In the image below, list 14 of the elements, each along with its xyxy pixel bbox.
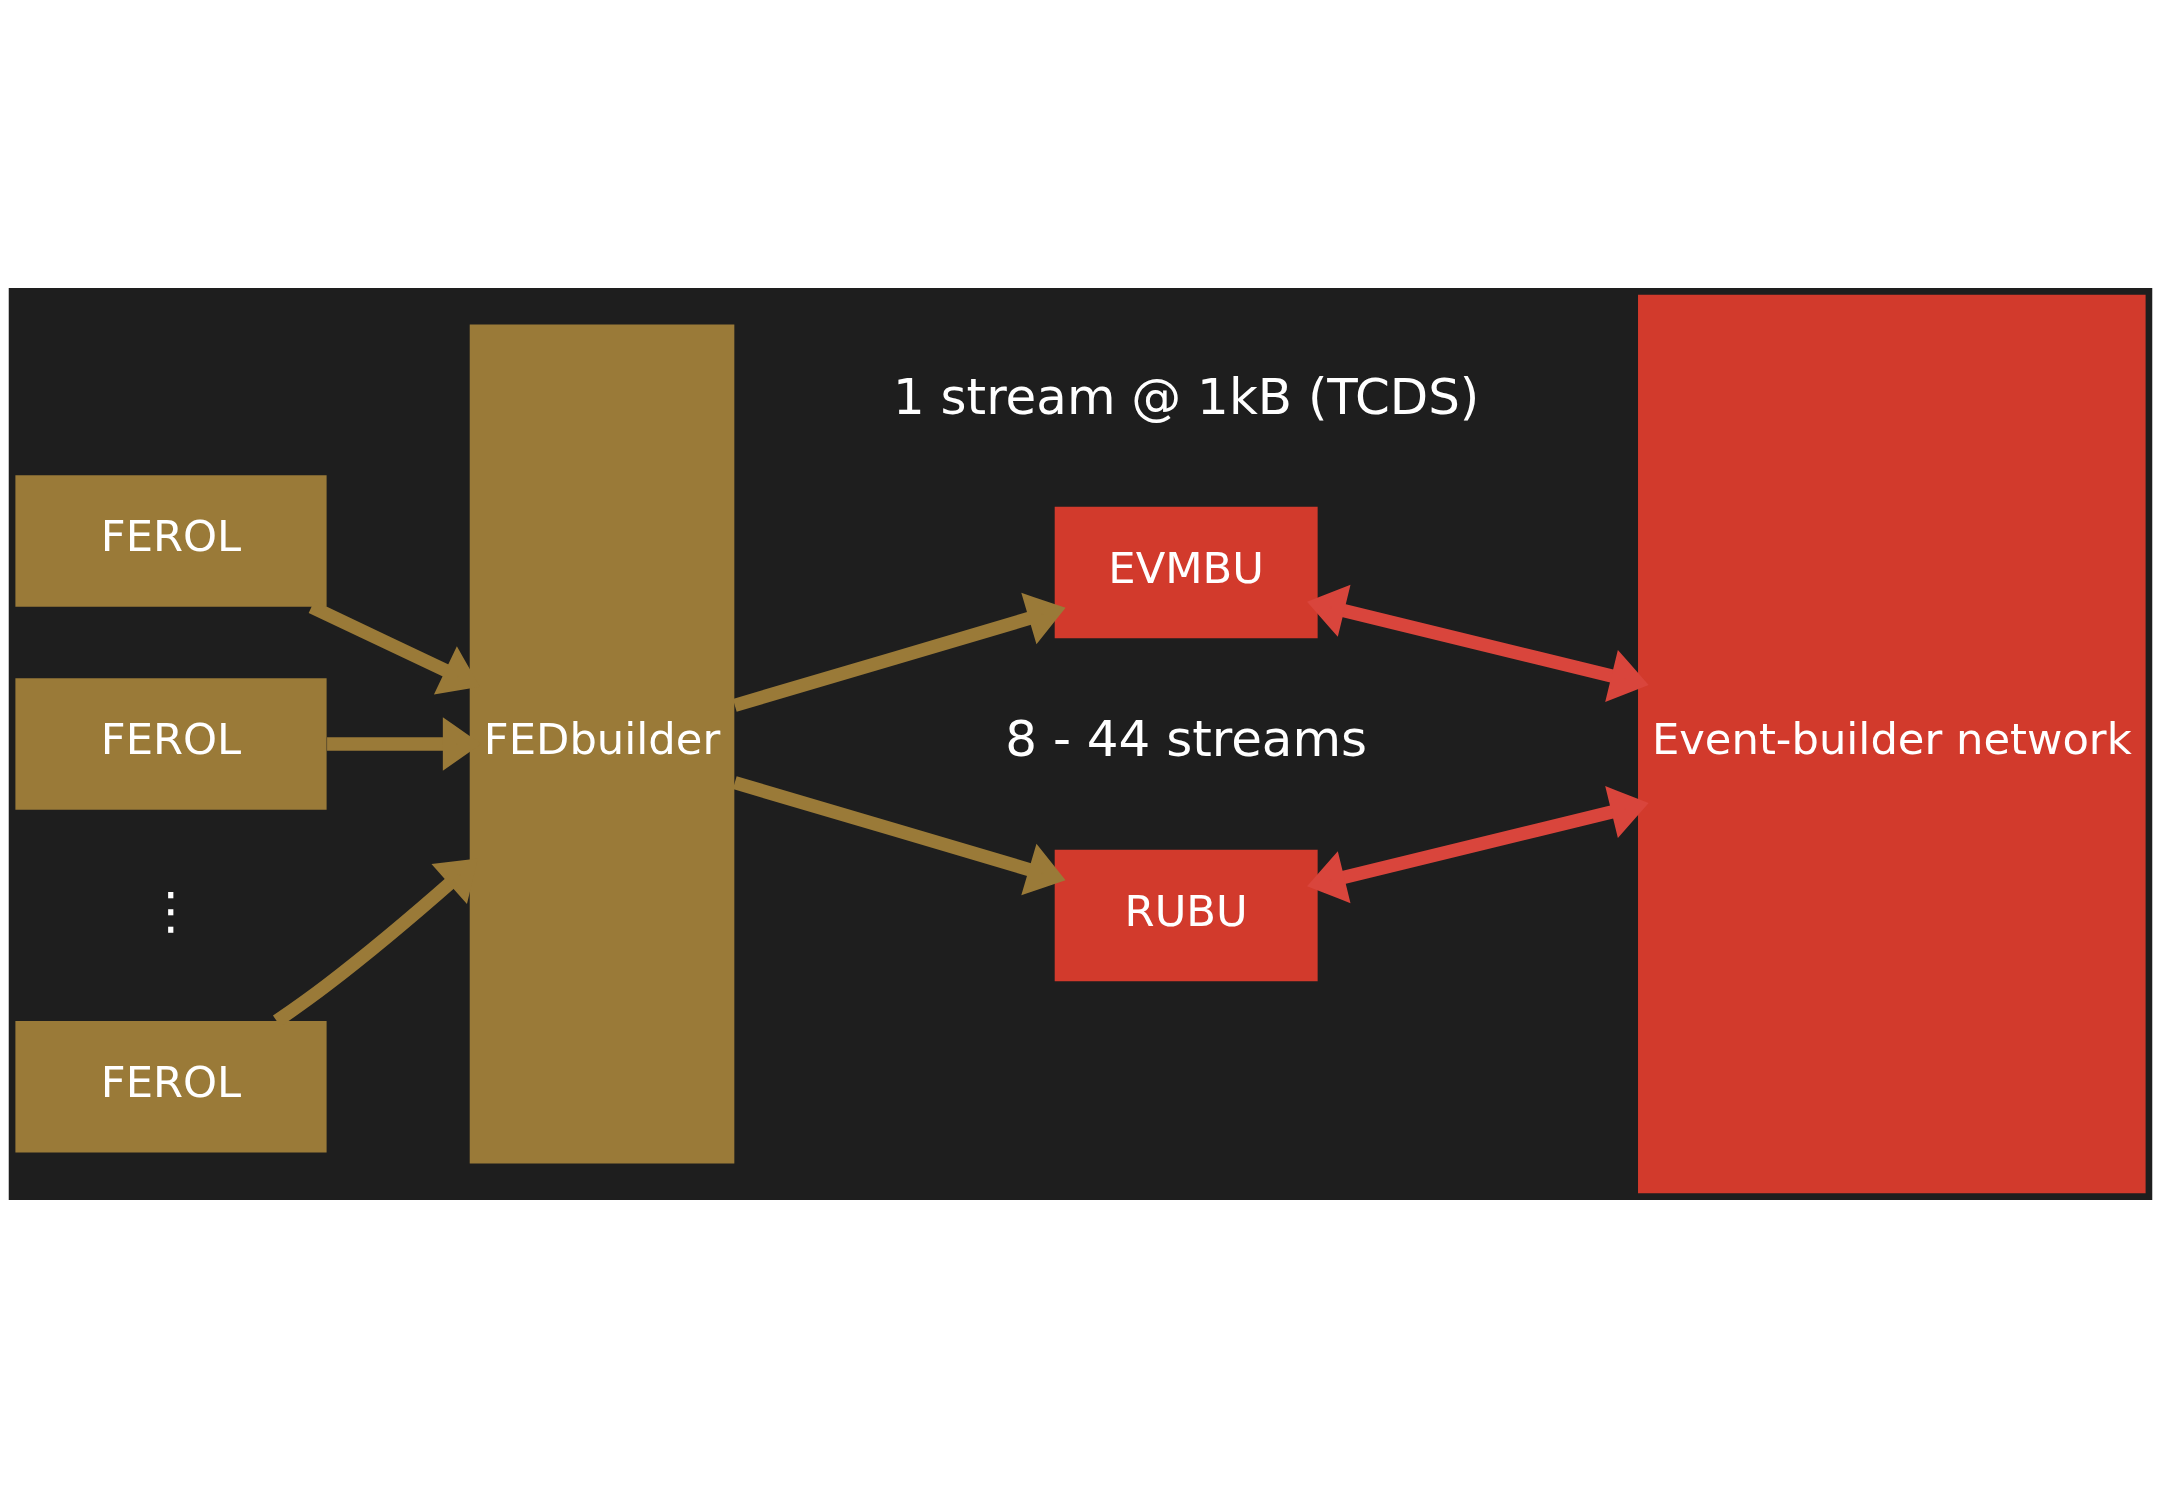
node-label: 8 - 44 streams: [1005, 710, 1368, 769]
node-box: RUBU: [1054, 849, 1318, 982]
node-box: FEROL: [15, 475, 327, 607]
node-box: Event-builder network: [1638, 294, 2146, 1194]
node-box: FEROL: [15, 678, 327, 810]
node-box: FEDbuilder: [469, 324, 735, 1164]
arrow: [1307, 786, 1649, 904]
label: ⋮: [146, 881, 196, 940]
node-label: 1 stream @ 1kB (TCDS): [893, 367, 1480, 426]
arrow: [1307, 584, 1649, 702]
node-box: EVMBU: [1054, 506, 1318, 639]
arrow: [732, 776, 1066, 896]
node-box: FEROL: [15, 1021, 327, 1153]
arrow: [732, 592, 1066, 712]
